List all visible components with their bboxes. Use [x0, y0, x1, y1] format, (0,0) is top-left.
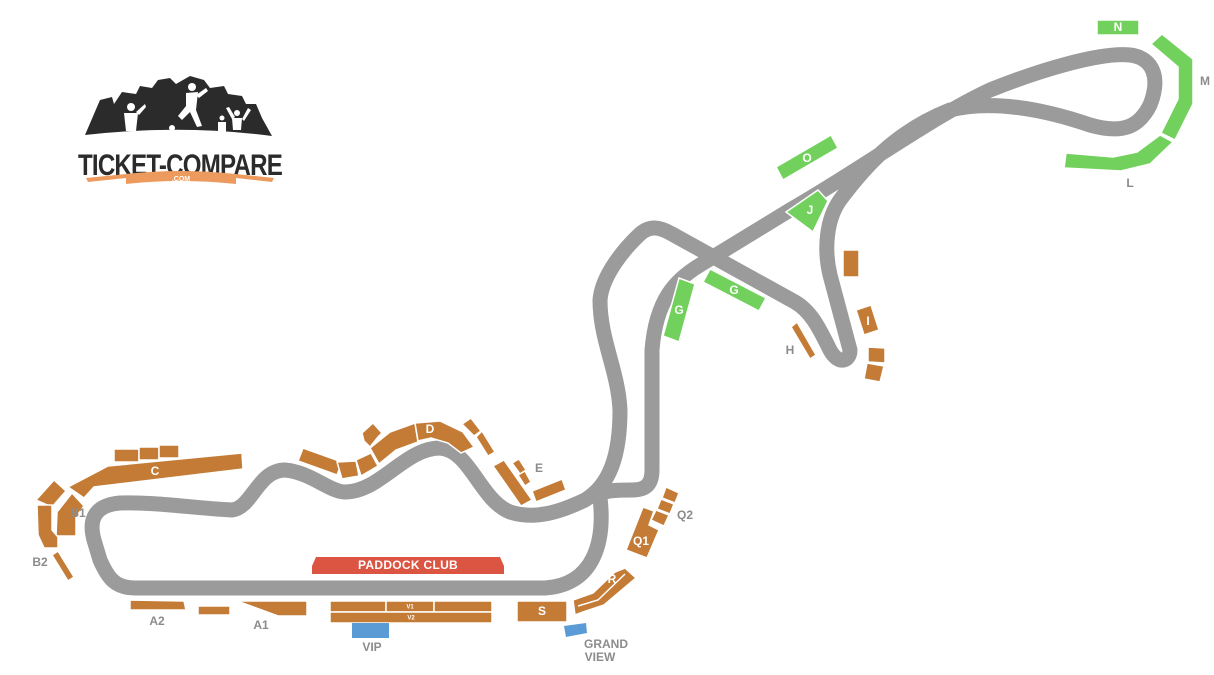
g-left-label: G	[674, 303, 683, 317]
m-label: M	[1200, 74, 1210, 88]
o-label: O	[802, 151, 811, 165]
stand-o[interactable]: O	[774, 133, 840, 182]
race-track	[84, 47, 1163, 596]
stand-l[interactable]: L	[1063, 134, 1175, 190]
logo-ribbon	[86, 171, 274, 184]
logo-figures-icon	[124, 83, 251, 132]
stand-h[interactable]: H	[786, 320, 818, 361]
stand-v2[interactable]: V2	[329, 611, 493, 624]
track-main-loop	[84, 47, 1163, 596]
stand-a2[interactable]: A2	[129, 599, 187, 628]
paddock-club-label: PADDOCK CLUB	[358, 558, 458, 572]
stand-v1[interactable]: V1	[329, 600, 493, 613]
logo-domain-text: .COM	[172, 176, 190, 183]
stand-a1[interactable]: A1	[197, 600, 308, 632]
stand-m[interactable]: M	[1149, 33, 1210, 142]
v2-label: V2	[407, 616, 415, 622]
stand-n[interactable]: N	[1096, 19, 1140, 36]
stand-unnamed-orange-1[interactable]	[842, 249, 860, 278]
g-right-label: G	[729, 283, 738, 297]
stand-unnamed-orange-2[interactable]	[863, 346, 886, 383]
s-label: S	[538, 604, 546, 618]
a2-label: A2	[149, 614, 165, 628]
l-label: L	[1126, 176, 1133, 190]
q2-label: Q2	[677, 508, 693, 522]
q1-label: Q1	[633, 534, 649, 548]
v1-label: V1	[406, 605, 414, 611]
stand-e[interactable]: E	[491, 457, 567, 507]
b2-label: B2	[32, 555, 48, 569]
r-label: R	[608, 572, 617, 586]
stand-g-right[interactable]: G	[701, 267, 768, 313]
logo-crowd-silhouette-icon	[85, 76, 272, 136]
ticket-compare-logo[interactable]: TICKET-COMPARE .COM	[78, 76, 283, 184]
stand-d[interactable]: D	[297, 416, 497, 480]
stand-s[interactable]: S	[516, 600, 568, 623]
h-label: H	[786, 343, 795, 357]
grand-view-label-line2: VIEW	[585, 650, 616, 664]
stand-c[interactable]: C	[66, 444, 244, 499]
vip-label: VIP	[362, 640, 381, 654]
stand-b2[interactable]: B2	[32, 549, 76, 583]
stand-q2[interactable]: Q2	[649, 485, 693, 527]
stand-paddock-club[interactable]: PADDOCK CLUB	[312, 557, 504, 574]
grand-view-label-line1: GRAND	[584, 637, 628, 651]
stand-i[interactable]: I	[855, 304, 880, 336]
stand-g-left[interactable]: G	[662, 277, 696, 343]
stand-vip[interactable]: VIP	[352, 623, 389, 654]
stand-j[interactable]: J	[784, 189, 829, 234]
a1-label: A1	[253, 618, 269, 632]
c-label: C	[151, 464, 160, 478]
j-label: J	[807, 203, 814, 217]
b1-label: B1	[70, 506, 86, 520]
d-label: D	[426, 422, 435, 436]
i-label: I	[866, 314, 869, 328]
e-label: E	[535, 461, 543, 475]
stand-grand-view[interactable]: GRAND VIEW	[564, 623, 628, 664]
stand-b1[interactable]: B1	[34, 478, 86, 549]
stand-r[interactable]: R	[572, 567, 638, 617]
n-label: N	[1114, 20, 1123, 34]
